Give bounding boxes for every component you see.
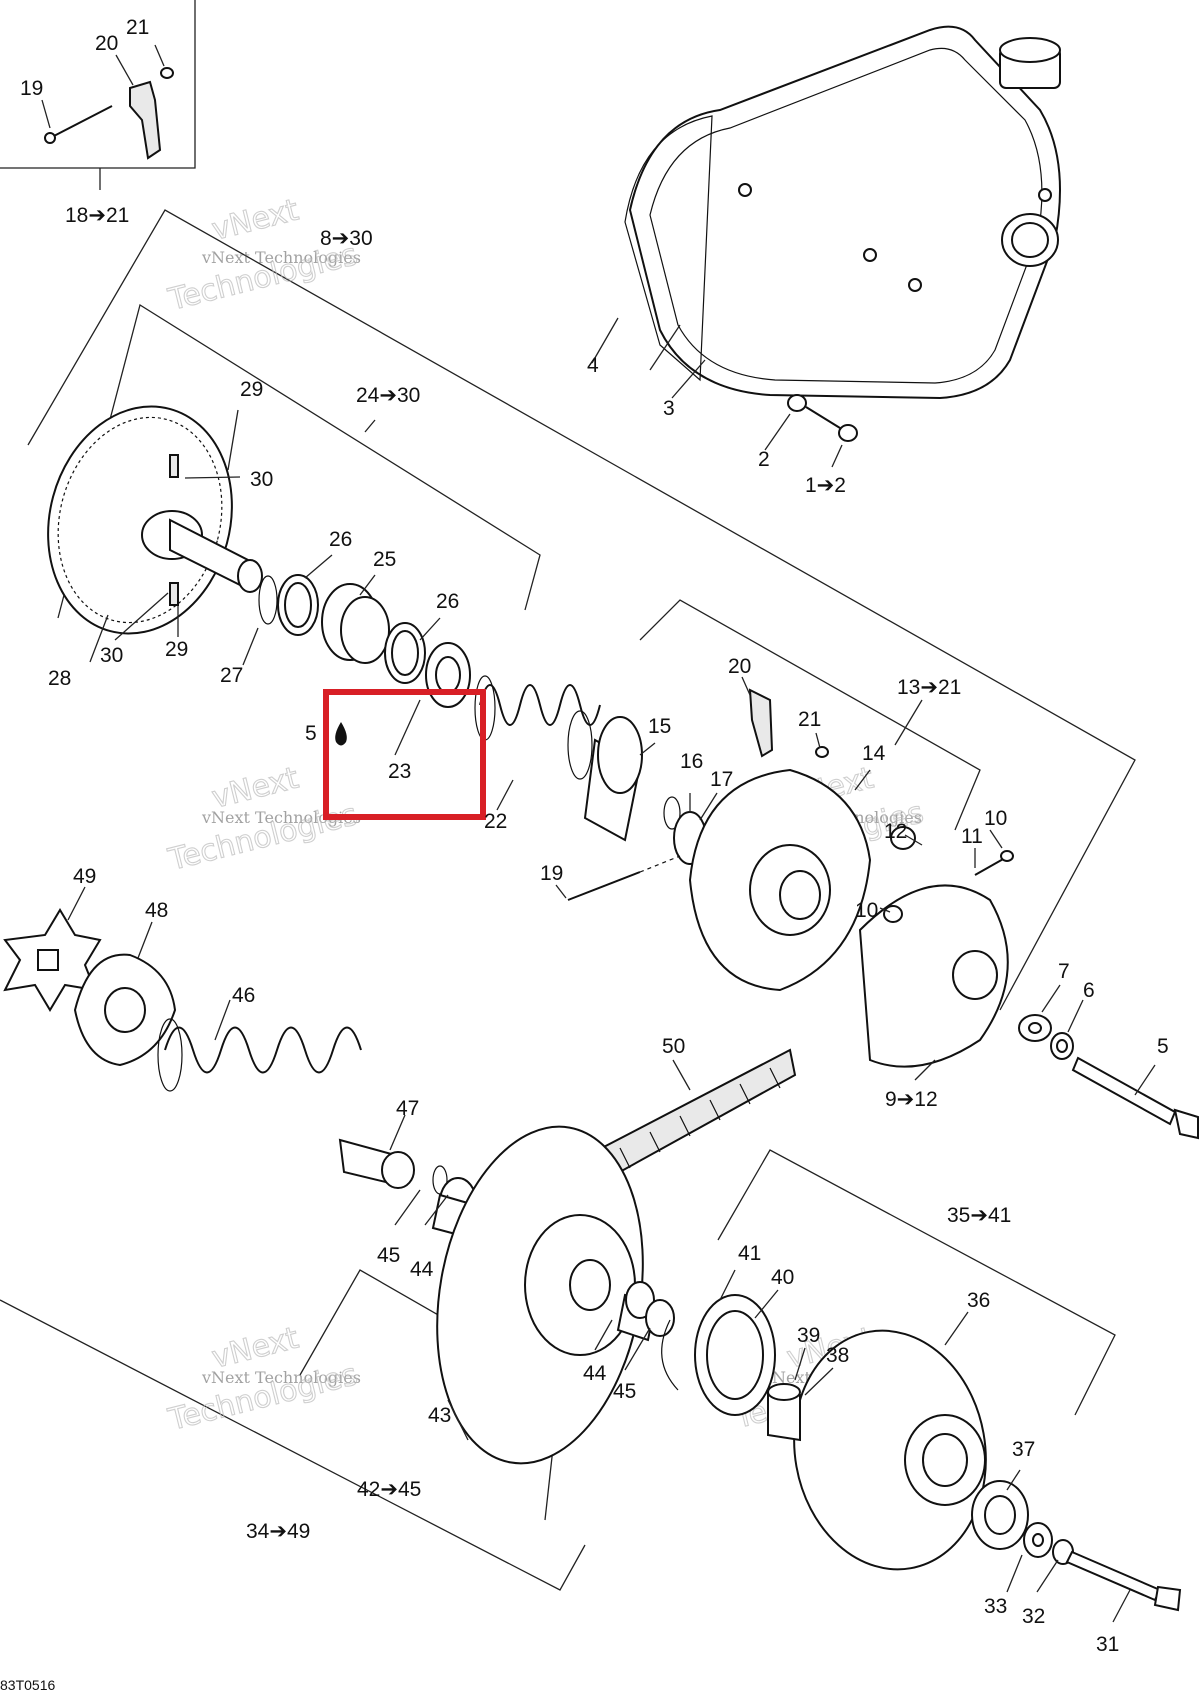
inset-parts	[44, 67, 174, 160]
callout-label: 29	[240, 378, 263, 401]
watermark-text: vNext Technologies	[201, 808, 361, 827]
drive-spring	[474, 675, 601, 780]
callout-label: 2	[758, 448, 770, 471]
callout-label: 7	[1058, 960, 1070, 983]
callout-label: 26	[436, 590, 459, 613]
callout-label: 37	[1012, 1438, 1035, 1461]
callout-label: 6	[1083, 979, 1095, 1002]
callout-label: 28	[48, 667, 71, 690]
callout-label: 30	[250, 468, 273, 491]
callout-group-label: 34➔49	[246, 1520, 310, 1543]
callout-label: 14	[862, 742, 886, 765]
callout-label: 20	[728, 655, 751, 678]
callout-label: 21	[798, 708, 821, 731]
callout-label: 27	[220, 664, 243, 687]
callout-group-label: 18➔21	[65, 204, 129, 227]
pulley-bolt	[1018, 1014, 1199, 1140]
drive-pulley-movable-half	[567, 688, 1014, 1068]
callout-label: 16	[680, 750, 703, 773]
callout-label: 10	[984, 807, 1007, 830]
callout-group-label: 42➔45	[357, 1478, 421, 1501]
callout-label: 44	[583, 1362, 607, 1385]
callout-group-label: 13➔21	[897, 676, 961, 699]
callout-label: 33	[984, 1595, 1007, 1618]
callout-label: 48	[145, 899, 168, 922]
callout-label: 22	[484, 810, 507, 833]
callout-labels: 21 20 19 18➔21 8➔30 24➔30 29 30 26 25 26…	[20, 16, 1169, 1656]
callout-label: 40	[771, 1266, 794, 1289]
callout-group-label: 8➔30	[320, 227, 373, 250]
callout-label: 32	[1022, 1605, 1045, 1628]
callout-label: 19	[20, 77, 43, 100]
callout-group-label: 35➔41	[947, 1204, 1011, 1227]
callout-label: 20	[95, 32, 118, 55]
callout-label: 23	[388, 760, 411, 783]
callout-label: 11	[961, 825, 983, 848]
callout-label: 41	[738, 1242, 761, 1265]
callout-group-label: 24➔30	[356, 384, 420, 407]
watermark-text: vNext Technologies	[201, 1368, 361, 1387]
callout-label: 50	[662, 1035, 685, 1058]
highlight-box	[323, 689, 486, 820]
callout-label: 30	[100, 644, 123, 667]
watermark-text: vNext	[208, 193, 302, 248]
sliding-sleeves	[583, 716, 707, 865]
callout-label: 31	[1096, 1633, 1119, 1656]
callout-label: 29	[165, 638, 188, 661]
callout-label: 46	[232, 984, 255, 1007]
driven-bolt	[1023, 1522, 1182, 1612]
callout-label: 4	[587, 354, 599, 377]
drive-pulley-fixed-half	[47, 405, 263, 635]
callout-label: 45	[377, 1244, 400, 1267]
callout-label: 44	[410, 1258, 434, 1281]
driven-pulley-fixed-half	[436, 1125, 644, 1465]
driven-spring	[157, 1018, 362, 1092]
callout-group-label: 9➔12	[885, 1088, 938, 1111]
callout-label: 43	[428, 1404, 451, 1427]
driven-bushings	[616, 1281, 776, 1416]
leader-lines	[41, 44, 1156, 1623]
callout-label: 36	[967, 1289, 990, 1312]
callout-label: 49	[73, 865, 96, 888]
callout-label: 38	[826, 1344, 849, 1367]
callout-label: 5	[1157, 1035, 1169, 1058]
driven-cam-and-sprocket	[3, 908, 177, 1067]
callout-label: 25	[373, 548, 396, 571]
callout-label: 47	[396, 1097, 419, 1120]
callout-label: 26	[329, 528, 352, 551]
callout-label: 21	[126, 16, 149, 39]
callout-label: 3	[663, 397, 675, 420]
callout-label: 10	[855, 899, 878, 922]
callout-label: 5	[305, 722, 317, 745]
callout-label: 12	[884, 820, 907, 843]
callout-label: 15	[648, 715, 671, 738]
callout-label: 39	[797, 1324, 820, 1347]
callout-group-label: 1➔2	[805, 474, 846, 497]
diagram-code: 83T0516	[0, 1677, 55, 1693]
callout-label: 19	[540, 862, 563, 885]
watermark-text: vNext Technologies	[201, 248, 361, 267]
driven-pulley-movable-half	[767, 1329, 1029, 1571]
clutch-cover	[624, 25, 1061, 442]
callout-label: 45	[613, 1380, 636, 1403]
callout-label: 17	[710, 768, 733, 791]
